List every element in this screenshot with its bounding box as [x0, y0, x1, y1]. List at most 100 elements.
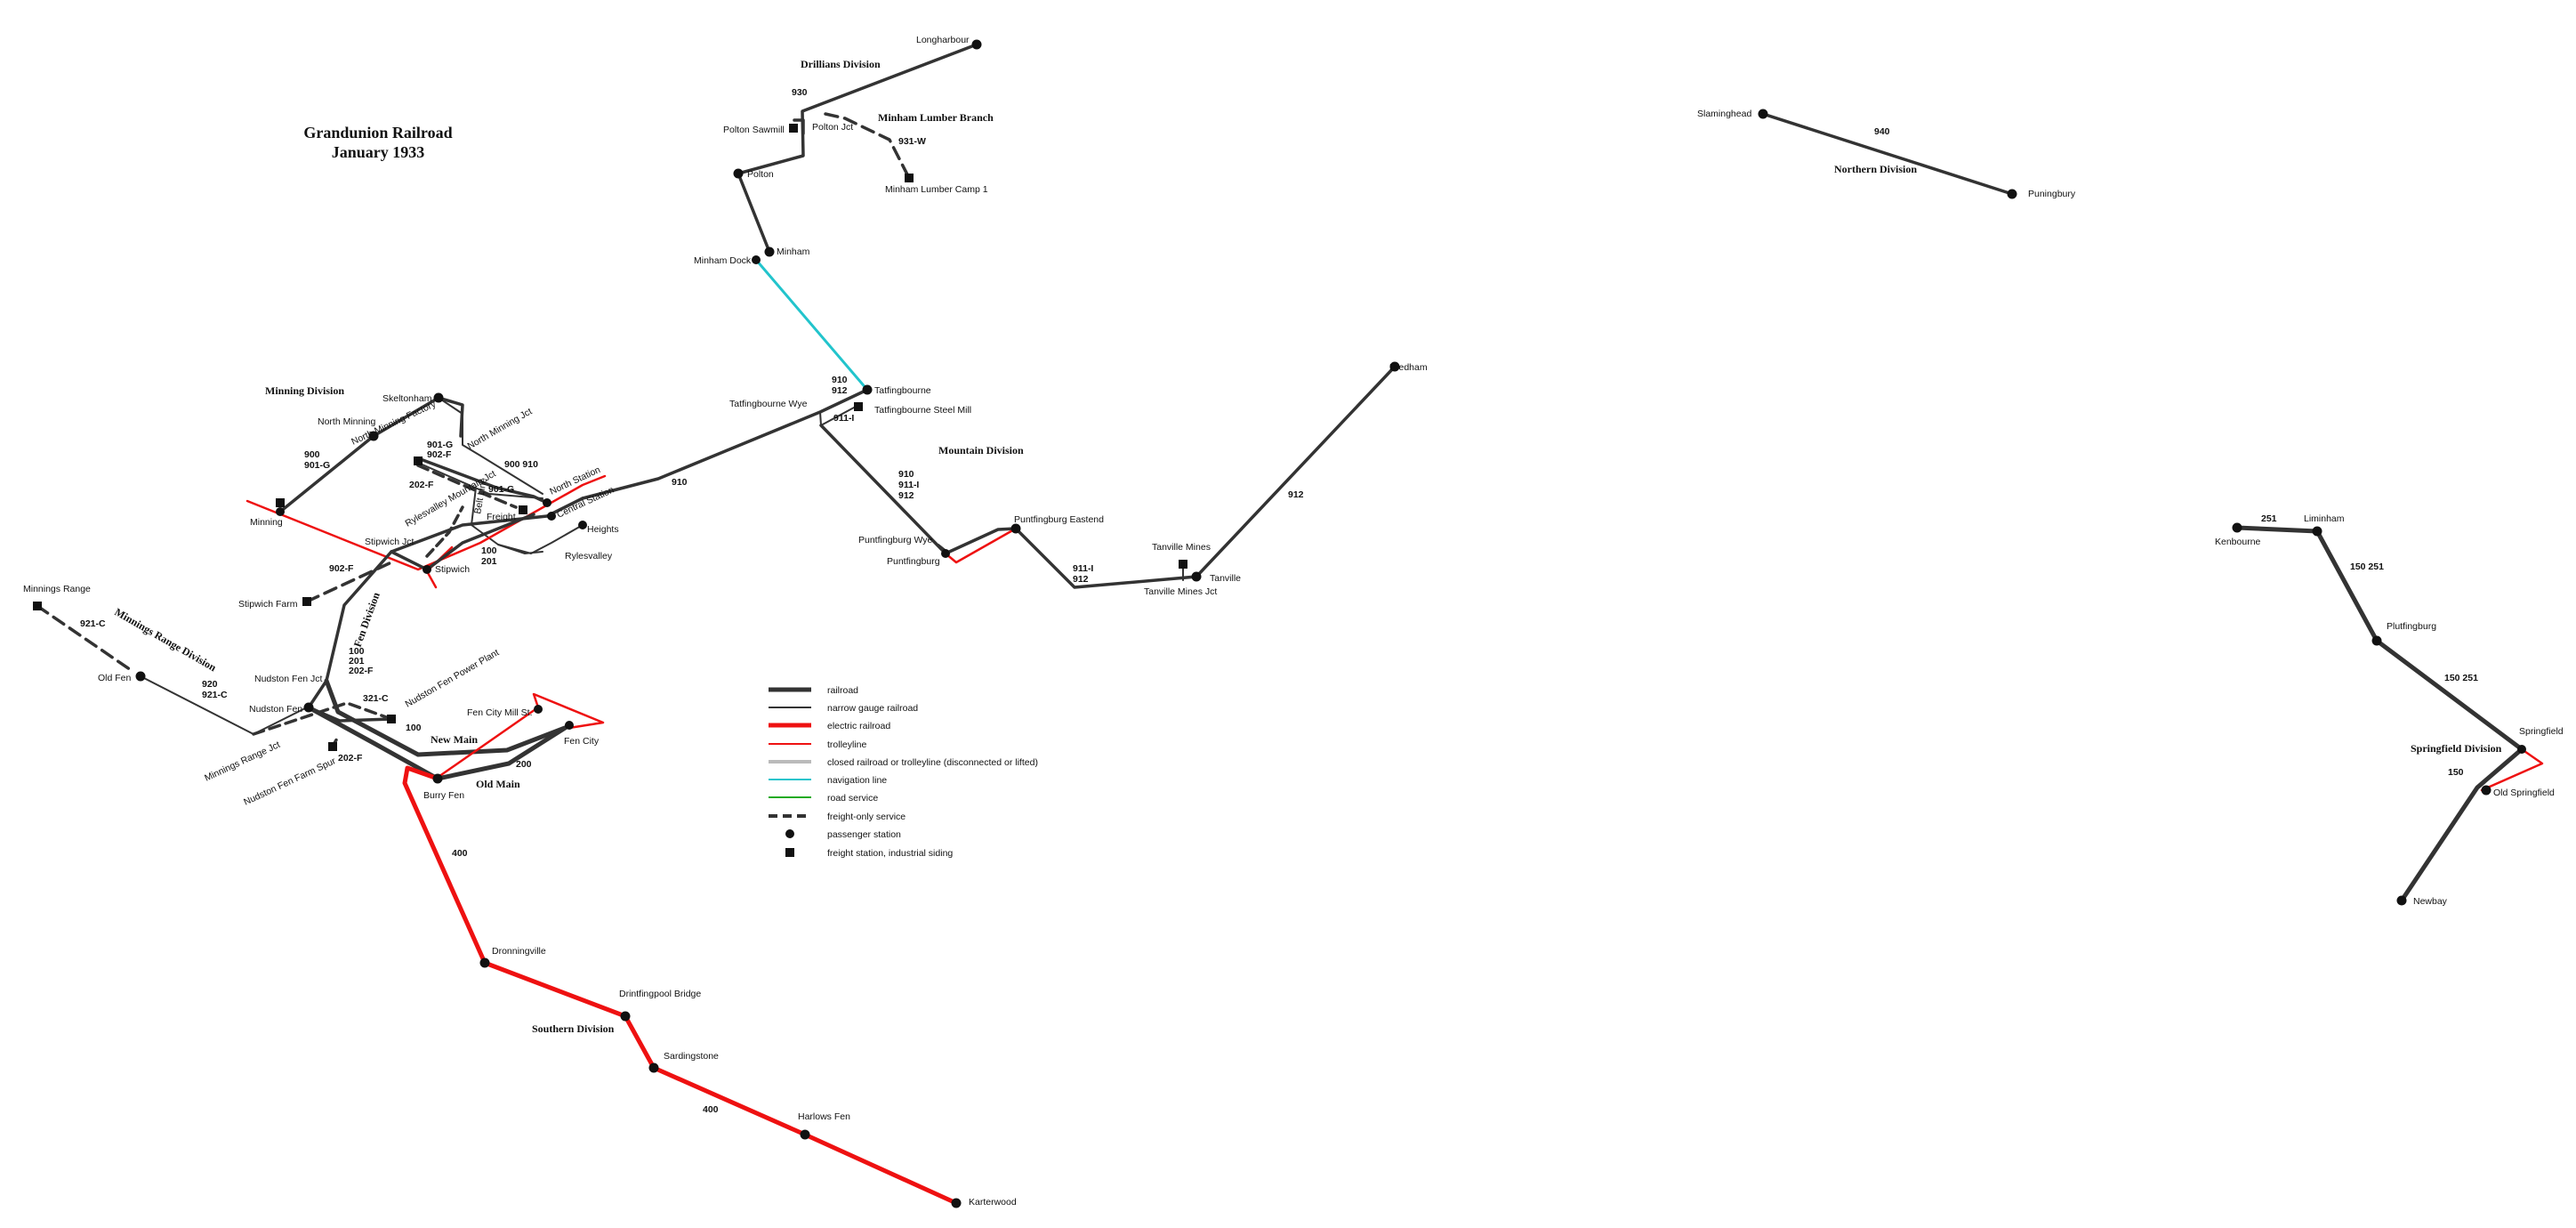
station-label: Rylesvalley	[565, 551, 613, 561]
division-minham-lumber: Minham Lumber Branch	[878, 111, 994, 124]
route-number: 902-F	[329, 563, 354, 574]
freight-square[interactable]	[789, 124, 798, 133]
station-dot[interactable]	[971, 39, 982, 50]
route-number: 901-G	[304, 460, 330, 471]
station-label: North Minning	[318, 416, 376, 427]
station-dot[interactable]	[547, 512, 556, 521]
track-new-main	[324, 678, 568, 757]
freight-square[interactable]	[33, 602, 42, 610]
freight-square[interactable]	[328, 742, 337, 751]
station-dot[interactable]	[951, 1198, 962, 1208]
track-minnings-range-jct	[252, 701, 393, 736]
legend-label: navigation line	[827, 775, 887, 786]
station-label: Minham	[777, 246, 810, 257]
station-dot[interactable]	[648, 1062, 659, 1073]
station-dot[interactable]	[800, 1129, 810, 1140]
station-dot[interactable]	[368, 431, 379, 441]
station-dot[interactable]	[543, 498, 551, 507]
track-trolley-minning	[246, 474, 607, 571]
station-dot[interactable]	[565, 721, 574, 730]
station-dot[interactable]	[862, 384, 873, 395]
legend-label: closed railroad or trolleyline (disconne…	[827, 757, 1038, 768]
station-dot[interactable]	[423, 565, 431, 574]
station-label: Polton	[747, 169, 774, 180]
freight-square[interactable]	[1179, 560, 1187, 569]
route-number: 200	[516, 759, 532, 770]
freight-square[interactable]	[519, 505, 527, 514]
station-label: Nudston Fen Jct	[254, 674, 323, 684]
route-number: 150 251	[2444, 673, 2478, 683]
track-puntfingburg-electric	[944, 527, 1018, 564]
station-dot[interactable]	[534, 705, 543, 714]
route-number: 911-I	[833, 413, 854, 424]
station-label: Heights	[587, 524, 619, 535]
track-lumber-branch	[824, 112, 911, 180]
station-dot[interactable]	[2481, 785, 2491, 796]
route-number: 940	[1874, 126, 1890, 137]
station-label: Skeltonham	[382, 393, 432, 404]
freight-square[interactable]	[387, 715, 396, 723]
station-label: Tanville Mines Jct	[1144, 586, 1217, 597]
station-dot[interactable]	[135, 671, 146, 682]
station-dot[interactable]	[941, 549, 950, 558]
division-fen: Fen Division	[351, 590, 382, 649]
freight-square[interactable]	[854, 402, 863, 411]
track-fen-main-up	[325, 497, 584, 683]
station-label: Fen City Mill St.	[467, 707, 533, 718]
station-dot[interactable]	[433, 392, 444, 403]
route-number: 912	[898, 490, 914, 501]
route-number: 202-F	[349, 666, 374, 676]
station-dot[interactable]	[2517, 745, 2526, 754]
freight-square[interactable]	[276, 498, 285, 507]
station-label: Newbay	[2413, 896, 2448, 907]
station-dot[interactable]	[1191, 571, 1202, 582]
route-number: 911-I	[898, 480, 919, 490]
freight-square[interactable]	[905, 174, 914, 182]
route-number: 921-C	[202, 690, 228, 700]
route-number: 901-G	[488, 484, 514, 495]
station-dot[interactable]	[1010, 523, 1021, 534]
station-dot[interactable]	[620, 1011, 631, 1022]
station-label: Tatfingbourne Steel Mill	[874, 405, 971, 416]
division-minning: Minning Division	[265, 384, 344, 397]
station-dot[interactable]	[2232, 522, 2242, 533]
station-label: Springfield	[2519, 726, 2564, 737]
station-label: Puntfingburg Eastend	[1014, 514, 1104, 525]
station-dot[interactable]	[276, 507, 285, 516]
station-dot[interactable]	[764, 246, 775, 257]
station-dot[interactable]	[578, 521, 587, 529]
legend-label: freight-only service	[827, 812, 906, 822]
track-north-minning-2	[417, 462, 543, 499]
station-dot[interactable]	[303, 702, 314, 713]
route-number: 900 910	[504, 459, 538, 470]
freight-square[interactable]	[302, 597, 311, 606]
station-dot[interactable]	[1758, 109, 1768, 119]
station-label: Slaminghead	[1697, 109, 1751, 119]
station-label: Drintfingpool Bridge	[619, 989, 701, 999]
division-northern: Northern Division	[1834, 163, 1917, 175]
division-springfield: Springfield Division	[2411, 742, 2502, 755]
station-label: Nudston Fen	[249, 704, 302, 715]
station-label: Tanville Mines	[1152, 542, 1211, 553]
route-number: 910	[898, 469, 914, 480]
station-dot[interactable]	[479, 957, 490, 968]
division-mountain: Mountain Division	[938, 444, 1024, 456]
route-numbers: 930 931-W 940 910 912 911-I 910 911-I 91…	[80, 87, 2478, 1115]
station-label: Tanville	[1210, 573, 1241, 584]
route-number: 920	[202, 679, 218, 690]
station-dot[interactable]	[2396, 895, 2407, 906]
station-label: Liminham	[2304, 513, 2345, 524]
station-dot[interactable]	[1389, 361, 1400, 372]
station-dot[interactable]	[752, 255, 761, 264]
station-dot[interactable]	[733, 168, 744, 179]
track-mountain-jct	[425, 505, 464, 558]
freight-square[interactable]	[414, 456, 423, 465]
station-dot[interactable]	[2007, 189, 2017, 199]
station-dot[interactable]	[2371, 635, 2382, 646]
station-label: Minning	[250, 517, 283, 528]
division-minnings-range: Minnings Range Division	[113, 605, 219, 674]
station-dot[interactable]	[432, 773, 443, 784]
division-old-main: Old Main	[476, 778, 520, 790]
route-number: 202-F	[338, 753, 363, 763]
station-dot[interactable]	[2312, 526, 2322, 537]
